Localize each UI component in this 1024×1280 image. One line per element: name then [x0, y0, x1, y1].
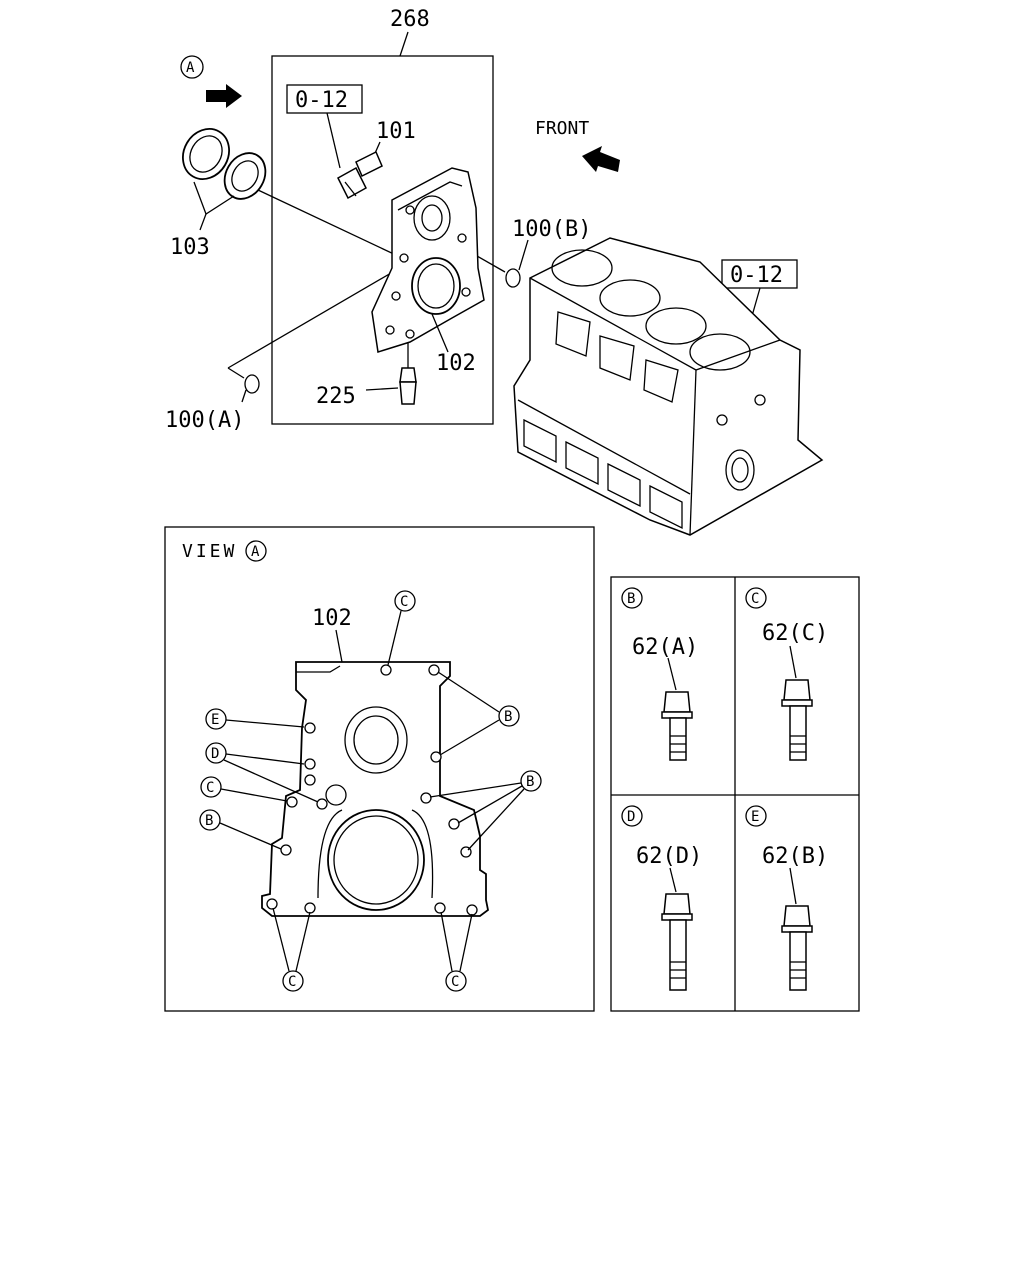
ref-box-left-text: 0-12: [295, 88, 348, 113]
fitting-225: [399, 342, 417, 405]
bolt-cell-b: B 62(A): [621, 587, 698, 761]
ref-box-left[interactable]: 0-12: [286, 84, 363, 114]
stud-101: [337, 150, 383, 200]
callout-b-right-upper-letter: B: [504, 709, 512, 725]
callout-c-bottom-left-letter: C: [288, 974, 296, 990]
bolt-cell-e-part[interactable]: 62(B): [762, 844, 828, 869]
label-103[interactable]: 103: [170, 235, 210, 260]
callout-top-c-letter: C: [400, 594, 408, 610]
bolt-table: [610, 576, 860, 1012]
bolt-cell-b-part[interactable]: 62(A): [632, 635, 698, 660]
label-101[interactable]: 101: [376, 119, 416, 144]
callout-c-bottom-right[interactable]: C: [445, 970, 467, 992]
callout-c-left[interactable]: C: [200, 776, 222, 798]
oring-100b: [505, 268, 521, 288]
callout-c-bottom-left[interactable]: C: [282, 970, 304, 992]
callout-d[interactable]: D: [205, 742, 227, 764]
bolt-cell-d-part[interactable]: 62(D): [636, 844, 702, 869]
assembly-label-268[interactable]: 268: [390, 7, 430, 32]
bolt-cell-e: E 62(B): [745, 805, 828, 991]
bolt-cell-d-marker: D: [627, 809, 635, 825]
view-a-title: VIEW: [182, 541, 237, 562]
callout-c-bottom-right-letter: C: [451, 974, 459, 990]
front-cover-102: [371, 167, 485, 353]
assembly-frame: [271, 55, 494, 425]
ref-box-right-text: 0-12: [730, 263, 783, 288]
cylinder-block: [513, 237, 824, 536]
label-100b[interactable]: 100(B): [512, 217, 591, 242]
callout-b-right-lower[interactable]: B: [520, 770, 542, 792]
callout-b-left-letter: B: [205, 813, 213, 829]
label-225[interactable]: 225: [316, 384, 356, 409]
bolt-cell-c: C 62(C): [745, 587, 828, 761]
view-a-frame: [164, 526, 595, 1012]
callout-b-right-upper[interactable]: B: [498, 705, 520, 727]
bolt-cell-e-marker: E: [751, 809, 759, 825]
callout-b-right-lower-letter: B: [526, 774, 534, 790]
callout-d-letter: D: [211, 746, 219, 762]
callout-b-left[interactable]: B: [199, 809, 221, 831]
bolt-cell-c-part[interactable]: 62(C): [762, 621, 828, 646]
view-a-direction-arrow: [206, 84, 242, 108]
callout-top-c[interactable]: C: [394, 590, 416, 612]
callout-e-letter: E: [211, 712, 219, 728]
gasket-102: [261, 661, 489, 917]
bolt-cell-b-marker: B: [627, 591, 635, 607]
view-a-title-marker: A: [251, 544, 260, 560]
label-100a[interactable]: 100(A): [165, 408, 244, 433]
front-direction-arrow: [582, 146, 620, 172]
bolt-cell-d: D 62(D): [621, 805, 702, 991]
front-label: FRONT: [535, 118, 589, 139]
view-a-marker-letter: A: [186, 60, 195, 76]
label-102-top[interactable]: 102: [436, 351, 476, 376]
bolt-cell-c-marker: C: [751, 591, 759, 607]
oring-100a: [244, 374, 260, 394]
callout-e[interactable]: E: [205, 708, 227, 730]
callout-c-left-letter: C: [206, 780, 214, 796]
view-a-label-102[interactable]: 102: [312, 606, 352, 631]
ref-box-right[interactable]: 0-12: [721, 259, 798, 289]
view-a-marker: A: [180, 55, 204, 79]
seal-103: [182, 128, 267, 200]
assembly-group-268: 268: [271, 7, 494, 425]
